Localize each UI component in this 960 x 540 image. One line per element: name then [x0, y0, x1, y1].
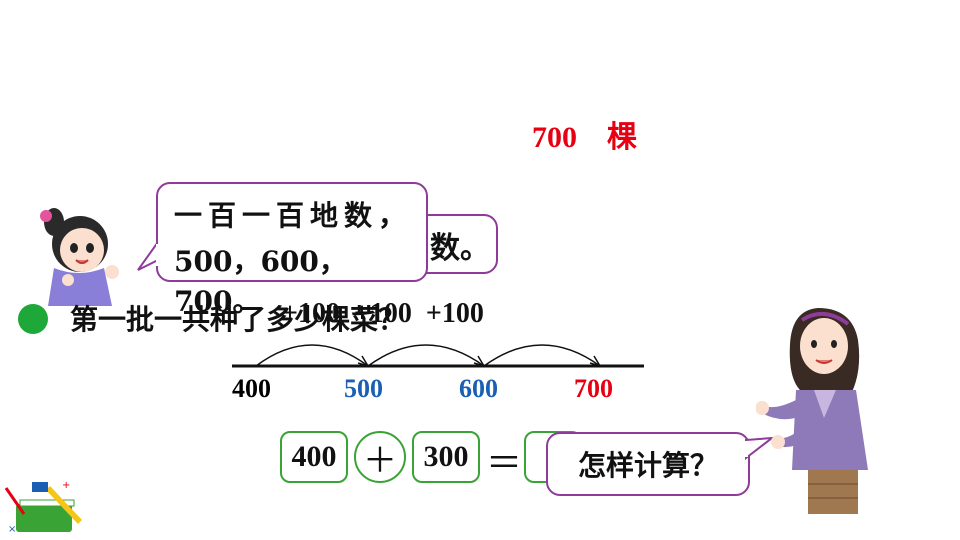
teacher-speech-bubble-tail	[744, 436, 774, 461]
jump-arc-3	[483, 344, 601, 367]
overlap-step-labels: +100 +100 +100	[282, 298, 484, 329]
answer-unit: 棵	[607, 121, 637, 154]
answer-text: 700 棵	[532, 112, 637, 156]
jump-arrowhead-1	[357, 355, 370, 368]
stationery-decoration-icon: + ×	[4, 480, 82, 535]
girl-speech-line-1: 一百一百地数，	[174, 199, 413, 232]
girl-character-illustration	[40, 208, 119, 306]
bubble-tail-join	[156, 244, 160, 266]
tick-label-600: 600	[459, 374, 498, 403]
tick-label-700: 700	[574, 374, 613, 403]
jump-arc-2	[367, 344, 485, 367]
jump-arrowhead-2	[473, 355, 486, 368]
green-bullet-dot	[18, 304, 48, 334]
jump-arc-1	[255, 344, 369, 367]
girl-speech-bubble: 一百一百地数， 500，600，700。	[156, 182, 428, 318]
teacher-speech-bubble: 怎样计算？	[546, 432, 750, 496]
svg-text:×: ×	[8, 524, 16, 535]
teacher-character-illustration	[756, 308, 868, 514]
tick-label-400: 400	[232, 374, 271, 403]
answer-number: 700	[532, 121, 577, 154]
svg-text:+: +	[62, 480, 70, 491]
addend-box-2: 300	[412, 431, 480, 483]
girl-speech-bubble-back-text: 数。	[430, 231, 490, 266]
jump-arrowhead-3	[589, 355, 602, 368]
plus-sign-circle: ＋	[354, 431, 406, 483]
number-line	[232, 344, 644, 368]
addend-box-1: 400	[280, 431, 348, 483]
girl-speech-line-2: 500，600，700。	[174, 245, 347, 318]
question-text: 第一批一共种了多少棵菜？	[70, 303, 407, 336]
tick-label-500: 500	[344, 374, 383, 403]
equals-sign: ＝	[486, 443, 523, 484]
